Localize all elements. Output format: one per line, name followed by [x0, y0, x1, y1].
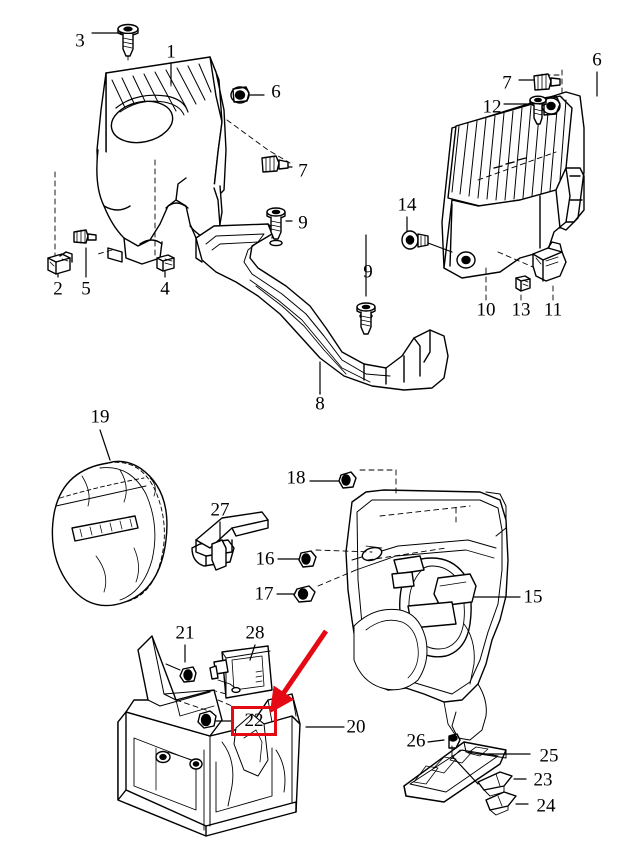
fastener-22 [197, 710, 217, 729]
callout-label-7b[interactable]: 7 [502, 72, 512, 94]
callout-label-9b[interactable]: 9 [363, 261, 373, 283]
part-10-quarter-trim [441, 91, 585, 279]
fastener-7-left [261, 155, 289, 173]
callout-label-7[interactable]: 7 [298, 160, 308, 182]
fastener-4 [156, 254, 175, 272]
fastener-17 [293, 585, 316, 603]
part-28-striker-plate [209, 645, 273, 699]
callout-label-19[interactable]: 19 [90, 406, 110, 428]
callout-label-14[interactable]: 14 [397, 194, 417, 216]
callout-label-17[interactable]: 17 [254, 583, 274, 605]
callout-label-15[interactable]: 15 [523, 586, 543, 608]
fastener-12 [529, 95, 547, 125]
callout-label-2[interactable]: 2 [53, 278, 63, 300]
callout-label-26[interactable]: 26 [406, 730, 426, 752]
callout-label-18[interactable]: 18 [286, 467, 306, 489]
callout-label-25[interactable]: 25 [539, 745, 559, 767]
part-8-sill-trim-rail [195, 223, 449, 391]
fastener-5 [73, 229, 97, 244]
callout-label-3[interactable]: 3 [75, 30, 85, 52]
callout-label-10[interactable]: 10 [476, 299, 496, 321]
fastener-9-lower [356, 302, 376, 335]
part-19-spare-wheel-cover [51, 460, 168, 607]
callout-label-9[interactable]: 9 [298, 212, 308, 234]
part-20-rear-panel-trim [117, 635, 301, 837]
fastener-21 [165, 663, 197, 683]
fastener-11 [532, 241, 567, 282]
fastener-2 [47, 251, 73, 275]
callout-label-23[interactable]: 23 [533, 769, 553, 791]
fastener-6-left [230, 86, 250, 104]
callout-label-22[interactable]: 22 [244, 710, 264, 731]
callout-label-5[interactable]: 5 [81, 278, 91, 300]
callout-label-11[interactable]: 11 [543, 299, 563, 321]
clip-24 [485, 791, 517, 816]
fastener-16 [298, 550, 317, 568]
part-25-scuff-plate [403, 741, 507, 803]
fastener-13 [515, 275, 531, 292]
callout-label-16[interactable]: 16 [255, 548, 275, 570]
callout-label-27[interactable]: 27 [210, 499, 230, 521]
callout-label-4[interactable]: 4 [160, 278, 170, 300]
part-27-bracket [191, 511, 269, 571]
fastener-18 [338, 471, 357, 489]
fastener-9-upper [266, 207, 286, 240]
clip-23 [477, 771, 513, 797]
part-1-wheelhouse-trim [96, 56, 227, 265]
callout-label-12[interactable]: 12 [482, 96, 502, 118]
part-15-cargo-trim-panel [345, 489, 509, 741]
callout-label-20[interactable]: 20 [346, 716, 366, 738]
callout-label-6[interactable]: 6 [271, 81, 281, 103]
callout-label-21[interactable]: 21 [175, 622, 195, 644]
callout-label-13[interactable]: 13 [511, 299, 531, 321]
fastener-14 [401, 230, 429, 250]
callout-label-1[interactable]: 1 [166, 41, 176, 63]
fastener-3 [117, 23, 139, 57]
callout-label-24[interactable]: 24 [536, 795, 556, 817]
callout-label-28[interactable]: 28 [245, 622, 265, 644]
callout-label-6b[interactable]: 6 [592, 49, 602, 71]
fastener-7-right [533, 73, 561, 91]
fastener-26 [448, 733, 461, 757]
highlight-box-callout-22 [231, 706, 277, 736]
callout-label-8[interactable]: 8 [315, 393, 325, 415]
